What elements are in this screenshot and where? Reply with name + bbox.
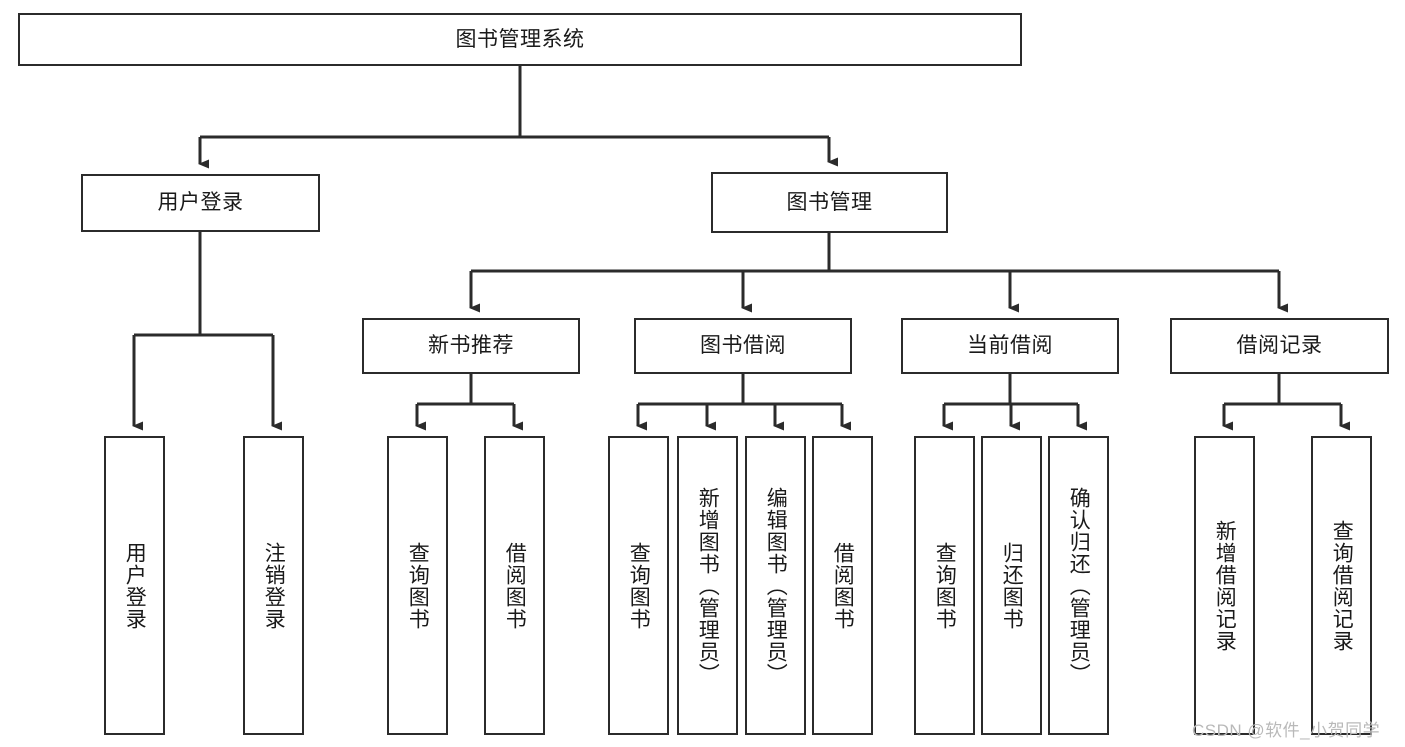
node-book-management-label: 图书管理 xyxy=(786,190,873,214)
leaf-confirm-return-admin-label: 确认归还（管理员） xyxy=(1067,486,1091,685)
leaf-logout-label: 注销登录 xyxy=(262,541,286,630)
node-book-borrow[interactable]: 图书借阅 xyxy=(634,318,852,374)
leaf-add-book-admin-label: 新增图书（管理员） xyxy=(696,486,720,685)
leaf-return-books[interactable]: 归还图书 xyxy=(981,436,1042,735)
leaf-add-borrow-record-label: 新增借阅记录 xyxy=(1213,519,1237,652)
node-new-book-recommend[interactable]: 新书推荐 xyxy=(362,318,580,374)
node-book-borrow-label: 图书借阅 xyxy=(700,334,786,358)
leaf-query-books-newbooks[interactable]: 查询图书 xyxy=(387,436,448,735)
leaf-query-books-current[interactable]: 查询图书 xyxy=(914,436,975,735)
node-user-login[interactable]: 用户登录 xyxy=(81,174,320,232)
leaf-edit-book-admin-label: 编辑图书（管理员） xyxy=(764,486,788,685)
leaf-query-books-borrow[interactable]: 查询图书 xyxy=(608,436,669,735)
leaf-logout[interactable]: 注销登录 xyxy=(243,436,304,735)
leaf-user-login[interactable]: 用户登录 xyxy=(104,436,165,735)
leaf-confirm-return-admin[interactable]: 确认归还（管理员） xyxy=(1048,436,1109,735)
leaf-add-borrow-record[interactable]: 新增借阅记录 xyxy=(1194,436,1255,735)
node-borrow-records-label: 借阅记录 xyxy=(1236,334,1323,358)
leaf-user-login-label: 用户登录 xyxy=(123,541,147,630)
leaf-query-books-current-label: 查询图书 xyxy=(933,541,957,630)
leaf-borrow-books-newbooks-label: 借阅图书 xyxy=(503,541,527,630)
leaf-borrow-books-borrow-label: 借阅图书 xyxy=(831,541,855,630)
node-root-label: 图书管理系统 xyxy=(455,27,585,51)
node-root[interactable]: 图书管理系统 xyxy=(18,13,1022,66)
node-borrow-records[interactable]: 借阅记录 xyxy=(1170,318,1389,374)
node-current-borrow-label: 当前借阅 xyxy=(967,334,1053,358)
leaf-query-borrow-record-label: 查询借阅记录 xyxy=(1330,519,1354,652)
leaf-borrow-books-newbooks[interactable]: 借阅图书 xyxy=(484,436,545,735)
node-current-borrow[interactable]: 当前借阅 xyxy=(901,318,1119,374)
leaf-query-books-newbooks-label: 查询图书 xyxy=(406,541,430,630)
leaf-add-book-admin[interactable]: 新增图书（管理员） xyxy=(677,436,738,735)
node-new-book-recommend-label: 新书推荐 xyxy=(428,334,514,358)
leaf-query-borrow-record[interactable]: 查询借阅记录 xyxy=(1311,436,1372,735)
node-book-management[interactable]: 图书管理 xyxy=(711,172,948,233)
leaf-return-books-label: 归还图书 xyxy=(1000,541,1024,630)
node-user-login-label: 用户登录 xyxy=(157,191,244,215)
leaf-query-books-borrow-label: 查询图书 xyxy=(627,541,651,630)
leaf-edit-book-admin[interactable]: 编辑图书（管理员） xyxy=(745,436,806,735)
leaf-borrow-books-borrow[interactable]: 借阅图书 xyxy=(812,436,873,735)
